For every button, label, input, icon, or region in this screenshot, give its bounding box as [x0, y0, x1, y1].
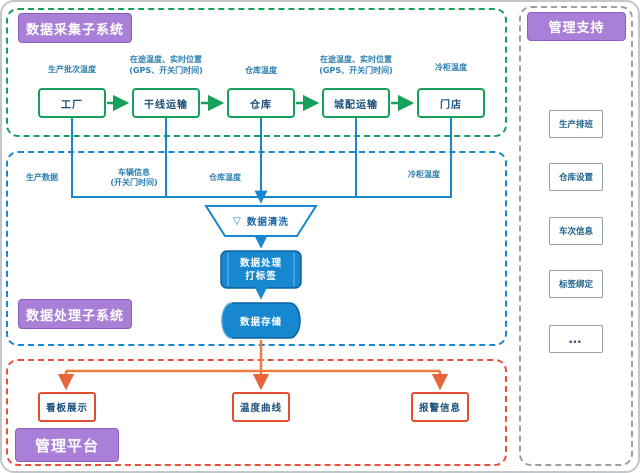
data-store-node: 数据存储 [222, 303, 300, 338]
platform-section [6, 359, 507, 466]
processing-section-label: 数据处理子系统 [18, 299, 132, 329]
node-city-transport: 城配运输 [322, 88, 390, 118]
cylinder-shape [221, 302, 301, 339]
data-clean-node: ▽ 数据清洗 [206, 206, 316, 236]
platform-arrows [57, 340, 449, 391]
annotation-trunk-transport: 在途温度、实时位置 (GPS、开关门时间) [129, 54, 203, 76]
annotation-line: 仓库温度 [245, 66, 277, 75]
annotation-warehouse: 仓库温度 [245, 65, 277, 76]
data-process-label-line: 数据处理 [239, 257, 282, 269]
flow-label-line: 冷柜温度 [408, 170, 440, 179]
output-temp-curve: 温度曲线 [232, 392, 290, 422]
annotation-line: 在途温度、实时位置 [319, 55, 392, 64]
flow-label-line: 车辆信息 [118, 168, 150, 177]
funnel-shape [204, 205, 318, 237]
flow-label-line: 仓库温度 [209, 173, 241, 182]
annotation-factory: 生产批次温度 [48, 64, 96, 75]
annotation-line: 冷柜温度 [435, 63, 467, 72]
flow-label-warehouse: 仓库温度 [209, 173, 241, 183]
flow-label-freezer: 冷柜温度 [408, 170, 440, 180]
annotation-line: (GPS、开关门时间) [319, 66, 393, 75]
node-factory: 工厂 [38, 88, 106, 118]
funnel-icon: ▽ [233, 215, 242, 227]
annotation-city-transport: 在途温度、实时位置 (GPS、开关门时间) [319, 54, 393, 76]
data-process-node: 数据处理 打标签 [221, 251, 301, 288]
annotation-store: 冷柜温度 [435, 62, 467, 73]
platform-section-label: 管理平台 [15, 428, 119, 462]
data-store-label: 数据存储 [239, 316, 282, 328]
data-clean-label: 数据清洗 [246, 217, 289, 228]
annotation-line: 生产批次温度 [48, 65, 96, 74]
flow-label-production: 生产数据 [26, 173, 58, 183]
node-store: 门店 [417, 88, 485, 118]
annotation-line: (GPS、开关门时间) [129, 66, 203, 75]
support-item-production-schedule: 生产排班 [549, 110, 603, 138]
collection-section-label: 数据采集子系统 [18, 13, 132, 43]
support-item-trip-info: 车次信息 [549, 217, 603, 245]
support-item-warehouse-settings: 仓库设置 [549, 163, 603, 191]
processing-section [6, 151, 507, 346]
output-alarm-info: 报警信息 [411, 392, 469, 422]
annotation-line: 在途温度、实时位置 [129, 55, 202, 64]
support-panel-label: 管理支持 [527, 12, 626, 41]
flow-label-line: 生产数据 [26, 173, 58, 182]
flow-label-vehicle: 车辆信息 (开关门时间) [110, 168, 157, 188]
flow-label-line: (开关门时间) [110, 178, 158, 187]
support-item-tag-binding: 标签绑定 [549, 270, 603, 298]
data-process-label-line: 打标签 [245, 270, 277, 282]
data-flow-lines [71, 118, 452, 204]
output-dashboard: 看板展示 [38, 392, 96, 422]
support-item-more: … [549, 325, 603, 353]
node-warehouse: 仓库 [227, 88, 295, 118]
collection-section [6, 8, 507, 137]
node-trunk-transport: 干线运输 [132, 88, 200, 118]
